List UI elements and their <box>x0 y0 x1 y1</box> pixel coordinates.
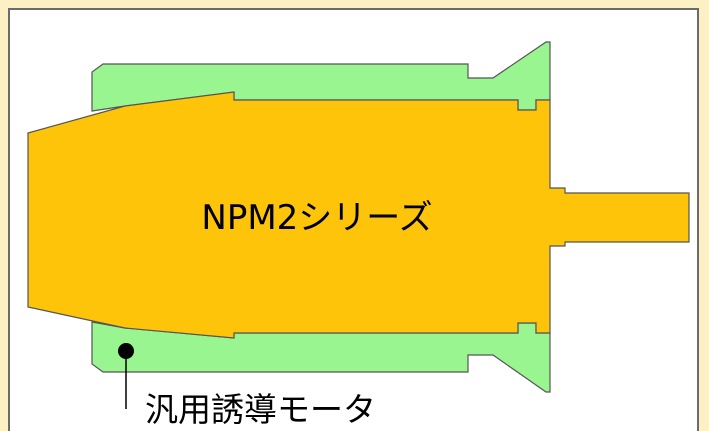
product-series-label: NPM2シリーズ <box>201 198 432 238</box>
motor-label: 汎用誘導モータ <box>145 390 376 429</box>
leader-dot <box>118 343 134 359</box>
reducer-body <box>27 91 690 339</box>
